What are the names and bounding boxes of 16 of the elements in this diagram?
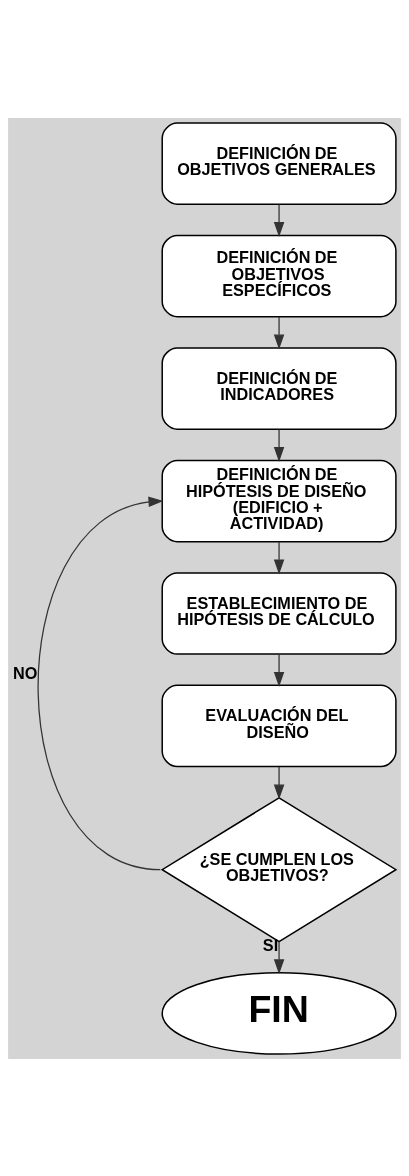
node-box: DEFINICIÓN DE INDICADORES [161, 346, 397, 430]
node-box: DEFINICIÓN DE HIPÓTESIS DE DISEÑO (EDIFICIO + ACTIVIDAD) [161, 459, 397, 542]
arrow [273, 653, 285, 687]
arrow [37, 496, 164, 870]
arrow [273, 203, 285, 237]
arrow [273, 315, 285, 350]
node-box: EVALUACIÓN DEL DISEÑO [161, 684, 397, 767]
arrow [273, 540, 285, 574]
node-box: DEFINICIÓN DE OBJETIVOS GENERALES [161, 121, 397, 205]
node-box: DEFINICIÓN DE OBJETIVOS ESPECÍFICOS [161, 234, 397, 317]
node-ellipse: FIN [161, 971, 397, 1055]
arrow [273, 765, 285, 800]
arrow [273, 428, 285, 462]
arrow [273, 940, 285, 974]
node-box: ESTABLECIMIENTO DE HIPÓTESIS DE CÁLCULO [161, 571, 397, 655]
edge-label: NO [13, 663, 38, 682]
